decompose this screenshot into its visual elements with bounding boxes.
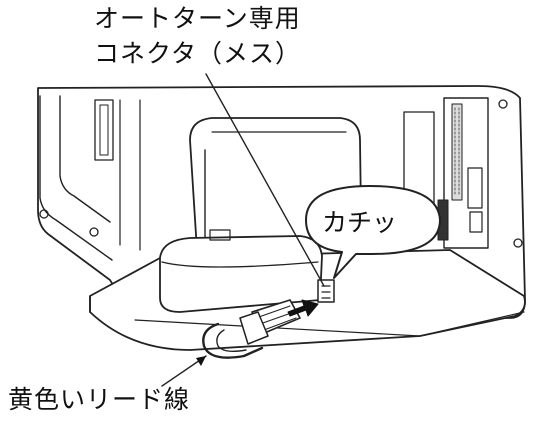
cable-plug	[202, 299, 301, 359]
yellow-lead-label: 黄色いリード線	[8, 385, 191, 414]
connector-label-line2: コネクタ（メス）	[94, 39, 302, 68]
speech-bubble	[305, 185, 441, 279]
connector-label-line1: オートターン専用	[94, 4, 301, 33]
connector-leader-line	[205, 73, 325, 287]
insert-arrow	[287, 299, 319, 317]
speech-bubble-text: カチッ	[322, 208, 397, 237]
connector-socket	[317, 279, 335, 303]
stand-cover	[159, 235, 323, 313]
